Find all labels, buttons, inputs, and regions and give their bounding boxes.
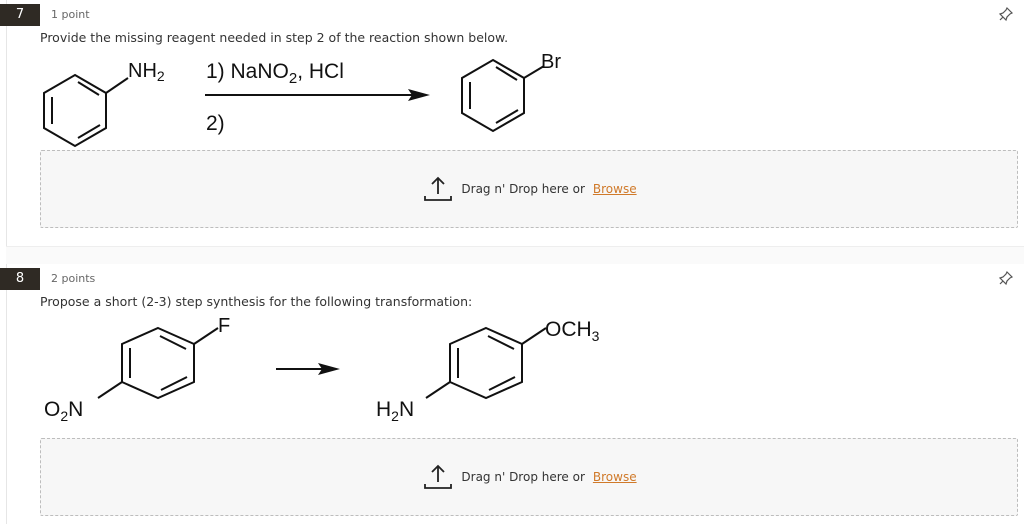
question-number: 8	[0, 268, 40, 290]
drop-zone-text: Drag n' Drop here or	[461, 182, 585, 196]
browse-link[interactable]: Browse	[592, 182, 637, 196]
benzene-ring	[43, 73, 129, 148]
reaction-scheme: NH2 1) NaNO2, HCl 2) Br	[43, 51, 561, 148]
amine-label: NH2	[128, 60, 165, 84]
benzene-ring	[425, 326, 547, 400]
question-points: 2 points	[51, 272, 96, 285]
drop-zone-content: Drag n' Drop here or Browse	[41, 174, 1017, 204]
bromine-label: Br	[541, 51, 561, 73]
step1-reagents: 1) NaNO2, HCl	[206, 60, 344, 87]
browse-link[interactable]: Browse	[592, 470, 637, 484]
reaction-scheme: F O2N OCH3 H2N	[44, 315, 600, 424]
methoxy-label: OCH3	[545, 318, 600, 344]
drop-zone-text: Drag n' Drop here or	[461, 470, 585, 484]
drop-zone-content: Drag n' Drop here or Browse	[41, 462, 1017, 492]
question-prompt: Propose a short (2-3) step synthesis for…	[40, 294, 473, 309]
card-border	[6, 0, 7, 246]
nitro-label: O2N	[44, 398, 83, 424]
upload-icon	[424, 176, 453, 201]
fluorine-label: F	[218, 315, 230, 337]
question-7-card: 7 1 point Provide the missing reagent ne…	[0, 0, 1024, 246]
pin-icon[interactable]	[998, 6, 1014, 22]
question-8-card: 8 2 points Propose a short (2-3) step sy…	[0, 264, 1024, 524]
step2-label: 2)	[206, 112, 225, 135]
amino-label: H2N	[376, 398, 414, 424]
card-border	[6, 264, 7, 524]
arrow-head	[318, 363, 340, 375]
question-prompt: Provide the missing reagent needed in st…	[40, 30, 509, 45]
benzene-ring	[461, 58, 545, 133]
file-drop-zone[interactable]: Drag n' Drop here or Browse	[40, 438, 1018, 516]
question-number: 7	[0, 4, 40, 26]
pin-icon[interactable]	[998, 270, 1014, 286]
question-points: 1 point	[51, 8, 90, 21]
benzene-ring	[97, 326, 219, 400]
arrow-head	[408, 89, 430, 101]
question-separator	[6, 246, 1024, 265]
upload-icon	[424, 464, 453, 489]
file-drop-zone[interactable]: Drag n' Drop here or Browse	[40, 150, 1018, 228]
